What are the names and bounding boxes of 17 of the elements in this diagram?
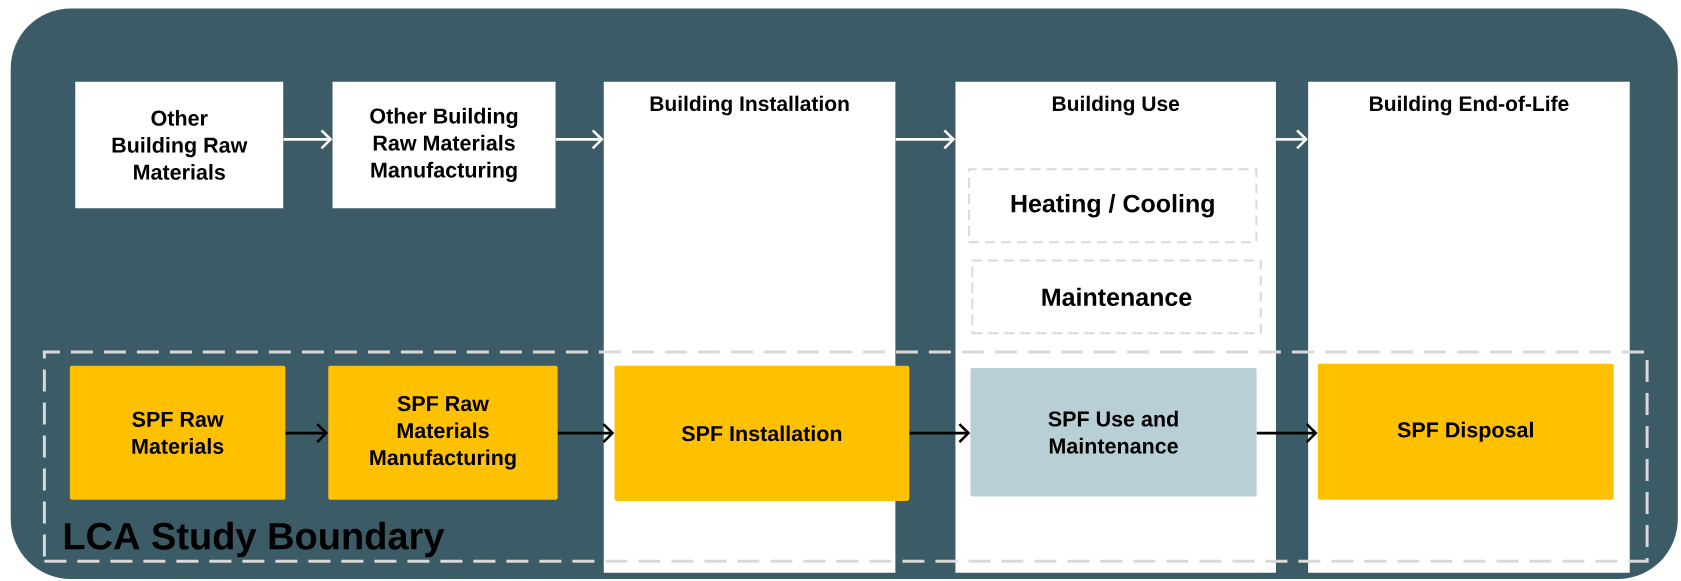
arrow <box>895 129 956 150</box>
arrow <box>557 423 615 444</box>
process-box: Other Building Raw Materials Manufacturing <box>332 81 556 209</box>
process-box: Other Building Raw Materials <box>75 81 284 209</box>
arrow <box>909 423 971 444</box>
process-box: SPF Disposal <box>1317 363 1614 500</box>
dashed-box: Heating / Cooling <box>968 168 1258 244</box>
process-box: SPF Raw Materials <box>69 365 286 500</box>
arrow <box>1276 129 1308 150</box>
dashed-box: Maintenance <box>971 259 1262 335</box>
arrow <box>285 423 329 444</box>
process-box: SPF Use and Maintenance <box>970 367 1257 497</box>
arrow <box>1256 423 1318 444</box>
arrow <box>555 129 604 150</box>
arrow <box>283 129 333 150</box>
process-box: SPF Installation <box>614 365 910 501</box>
process-box: SPF Raw Materials Manufacturing <box>328 365 558 500</box>
